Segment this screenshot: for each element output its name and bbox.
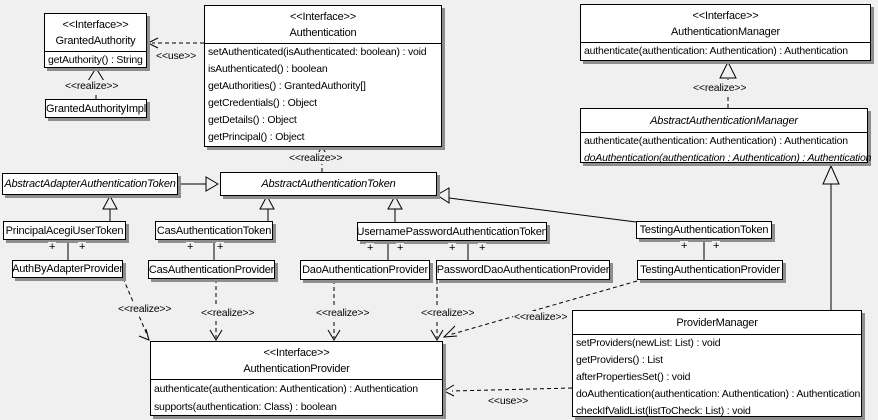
multiplicity-label: + bbox=[396, 242, 405, 254]
multiplicity-label: + bbox=[478, 242, 487, 254]
class-name: AuthByAdapterProvider bbox=[12, 263, 123, 275]
use-label: <<use>> bbox=[487, 395, 530, 407]
realize-label: <<realize>> bbox=[288, 152, 344, 164]
class-name: ProviderManager bbox=[676, 317, 758, 329]
multiplicity-label: + bbox=[712, 240, 721, 252]
class-authbyadapterprovider: AuthByAdapterProvider bbox=[12, 260, 123, 278]
multiplicity-label: + bbox=[48, 241, 57, 253]
method: authenticate(authentication: Authenticat… bbox=[584, 45, 848, 57]
class-casauthenticationprovider: CasAuthenticationProvider bbox=[148, 260, 275, 279]
realize-arrow-testingauthenticationprovider bbox=[442, 280, 638, 338]
multiplicity-label: + bbox=[680, 240, 689, 252]
class-testingauthenticationprovider: TestingAuthenticationProvider bbox=[637, 260, 783, 280]
class-name: CasAuthenticationProvider bbox=[148, 263, 275, 276]
method: checkIfValidList(listToCheck: List) : vo… bbox=[576, 405, 751, 417]
class-passworddaoauthenticationprovider: PasswordDaoAuthenticationProvider bbox=[436, 260, 610, 280]
gen-arrow-principalacegiusertoken bbox=[102, 194, 118, 221]
multiplicity-label: + bbox=[78, 241, 87, 253]
realize-label: <<realize>> bbox=[513, 311, 569, 323]
class-name: AbstractAdapterAuthenticationToken bbox=[4, 178, 176, 190]
method: getCredentials() : Object bbox=[208, 97, 317, 109]
class-name: Authentication bbox=[289, 27, 357, 39]
gen-arrow-providermanager-abstractmanager bbox=[822, 164, 840, 310]
method: getAuthority() : String bbox=[48, 54, 143, 66]
class-name: DaoAuthenticationProvider bbox=[302, 264, 428, 276]
method: isAuthenticated() : boolean bbox=[208, 63, 328, 75]
method: authenticate(authentication: Authenticat… bbox=[584, 135, 848, 147]
method: getProviders() : List bbox=[576, 354, 663, 366]
method: setProviders(newList: List) : void bbox=[576, 337, 721, 349]
class-name: PasswordDaoAuthenticationProvider bbox=[436, 264, 610, 276]
class-name: CasAuthenticationToken bbox=[156, 224, 272, 237]
method: getAuthorities() : GrantedAuthority[] bbox=[208, 80, 366, 92]
realize-arrow-authbyadapterprovider bbox=[122, 277, 150, 341]
use-arrow-providermanager-authenticationprovider bbox=[442, 384, 573, 397]
class-abstractadapterauthenticationtoken: AbstractAdapterAuthenticationToken bbox=[2, 173, 178, 195]
class-abstractauthenticationtoken: AbstractAuthenticationToken bbox=[220, 172, 437, 196]
class-authentication: <<Interface>> Authentication setAuthenti… bbox=[204, 5, 442, 147]
realize-label: <<realize>> bbox=[117, 303, 173, 315]
method: getPrincipal() : Object bbox=[208, 131, 305, 143]
class-usernamepasswordauthenticationtoken: UsernamePasswordAuthenticationToken bbox=[356, 222, 548, 241]
class-authenticationprovider: <<Interface>> AuthenticationProvider aut… bbox=[150, 341, 443, 416]
class-name: AbstractAuthenticationToken bbox=[261, 178, 396, 190]
class-daoauthenticationprovider: DaoAuthenticationProvider bbox=[300, 260, 430, 280]
method: afterPropertiesSet() : void bbox=[576, 371, 691, 383]
class-name: GrantedAuthorityImpl bbox=[46, 102, 146, 115]
class-name: UsernamePasswordAuthenticationToken bbox=[356, 225, 548, 238]
method: doAuthentication(authentication: Authent… bbox=[576, 388, 861, 400]
class-name: TestingAuthenticationToken bbox=[639, 224, 769, 236]
realize-label: <<realize>> bbox=[315, 307, 371, 319]
class-providermanager: ProviderManager setProviders(newList: Li… bbox=[572, 310, 862, 417]
class-name: AuthenticationProvider bbox=[243, 363, 350, 375]
class-authenticationmanager: <<Interface>> AuthenticationManager auth… bbox=[580, 4, 871, 61]
realize-label: <<realize>> bbox=[420, 307, 476, 319]
stereotype-label: <<Interface>> bbox=[290, 11, 356, 23]
realize-label: <<realize>> bbox=[64, 80, 120, 92]
class-name: AbstractAuthenticationManager bbox=[650, 115, 798, 127]
class-name: TestingAuthenticationProvider bbox=[640, 264, 780, 276]
method: setAuthenticated(isAuthenticated: boolea… bbox=[208, 46, 427, 58]
multiplicity-label: + bbox=[366, 242, 375, 254]
gen-arrow-testingauthenticationtoken bbox=[436, 187, 637, 223]
method: doAuthentication(authentication : Authen… bbox=[584, 152, 872, 164]
multiplicity-label: + bbox=[216, 241, 225, 253]
gen-arrow-abstractadapter-abstracttoken bbox=[178, 176, 219, 192]
gen-arrow-usernamepasswordtoken bbox=[387, 194, 403, 222]
class-name: GrantedAuthority bbox=[55, 35, 136, 47]
class-grantedauthorityimpl: GrantedAuthorityImpl bbox=[45, 99, 147, 118]
method: getDetails() : Object bbox=[208, 114, 297, 126]
class-abstractauthenticationmanager: AbstractAuthenticationManager authentica… bbox=[580, 108, 871, 164]
stereotype-label: <<Interface>> bbox=[263, 347, 330, 359]
realize-label: <<realize>> bbox=[692, 82, 748, 94]
method: supports(authentication: Class) : boolea… bbox=[154, 401, 337, 413]
multiplicity-label: + bbox=[448, 242, 457, 254]
realize-label: <<realize>> bbox=[200, 307, 256, 319]
class-name: AuthenticationManager bbox=[671, 26, 780, 38]
use-arrow-authentication-grantedauthority bbox=[146, 37, 204, 49]
use-label: <<use>> bbox=[155, 50, 198, 62]
class-grantedauthority: <<Interface>> GrantedAuthority getAuthor… bbox=[44, 13, 147, 68]
stereotype-label: <<Interface>> bbox=[692, 10, 759, 22]
multiplicity-label: + bbox=[186, 241, 195, 253]
class-casauthenticationtoken: CasAuthenticationToken bbox=[155, 221, 273, 240]
method: authenticate(authentication: Authenticat… bbox=[154, 383, 418, 395]
gen-arrow-casauthenticationtoken bbox=[259, 194, 275, 221]
class-testingauthenticationtoken: TestingAuthenticationToken bbox=[636, 221, 772, 239]
class-principalacegiusertoken: PrincipalAcegiUserToken bbox=[3, 221, 126, 240]
stereotype-label: <<Interface>> bbox=[62, 19, 129, 31]
class-name: PrincipalAcegiUserToken bbox=[5, 224, 124, 237]
